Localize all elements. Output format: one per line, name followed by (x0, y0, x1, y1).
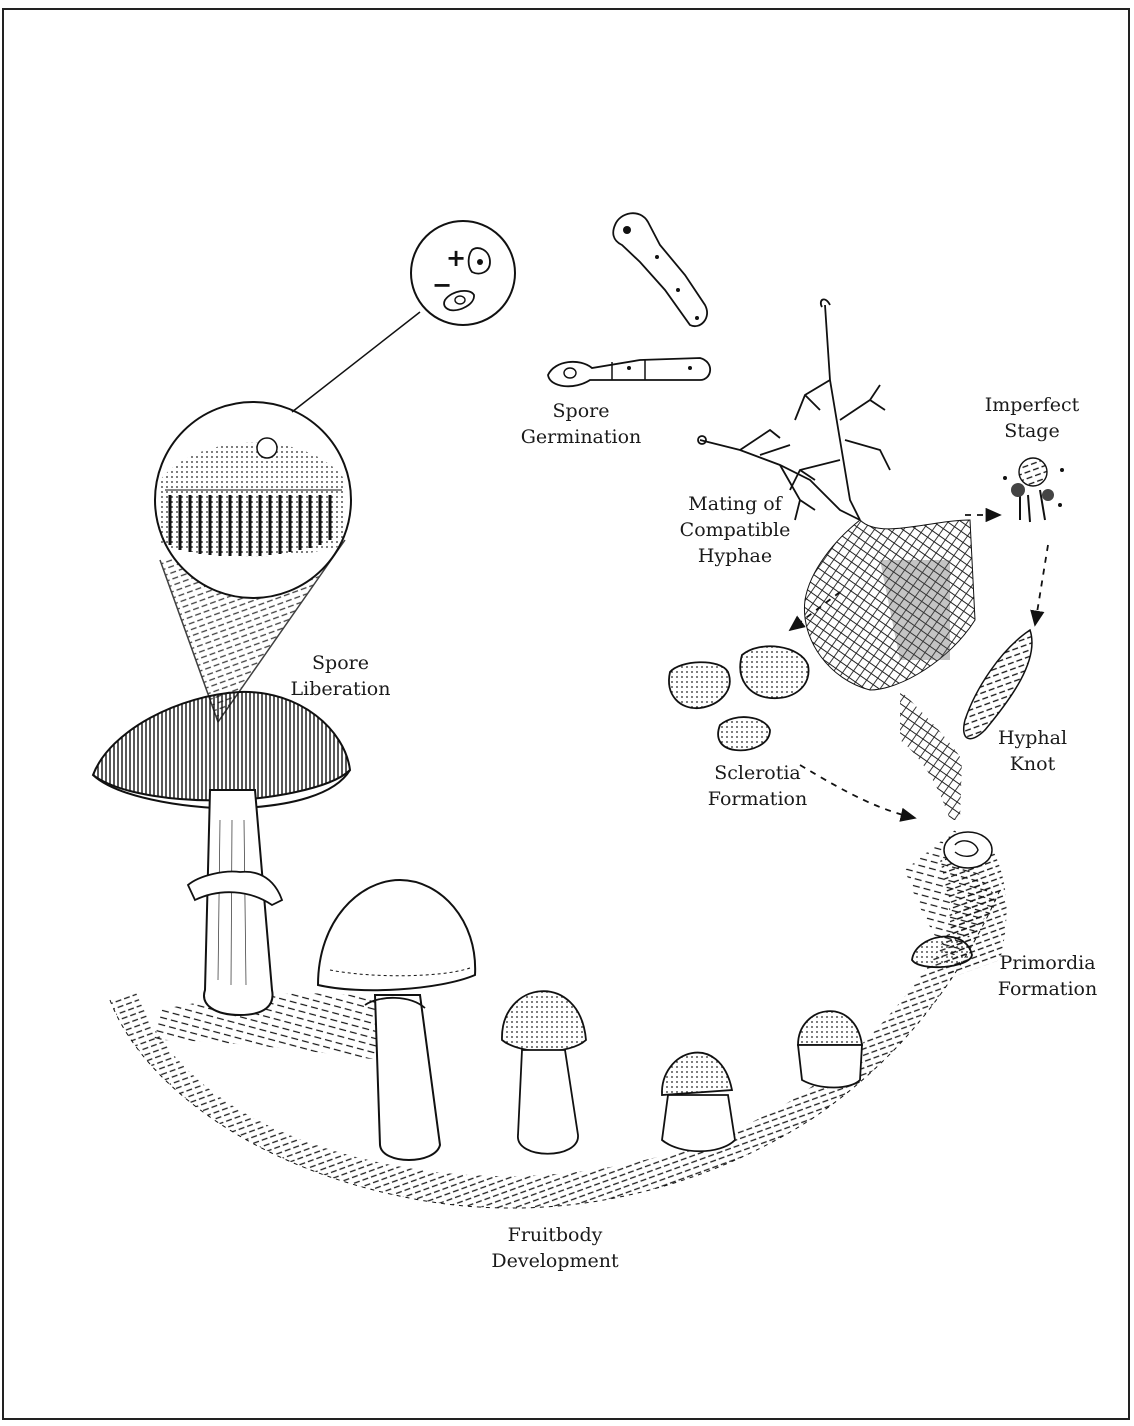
label-spore-germination: Spore Germination (516, 398, 646, 450)
label-imperfect-stage: Imperfect Stage (982, 392, 1082, 444)
germinating-spores (548, 213, 710, 386)
imperfect-stage-conidiophores (1003, 458, 1064, 522)
label-mating-of-compatible-hyphae: Mating of Compatible Hyphae (675, 491, 795, 569)
sclerotia-illustration (669, 646, 809, 750)
primordia-illustration (912, 936, 972, 967)
minus-sign: − (432, 271, 452, 299)
label-primordia-formation: Primordia Formation (990, 950, 1105, 1002)
young-fruitbody-3 (502, 991, 586, 1154)
spore-magnifier (155, 221, 515, 722)
label-fruitbody-development: Fruitbody Development (480, 1222, 630, 1274)
mature-mushroom-illustration (93, 692, 350, 1015)
label-sclerotia-formation: Sclerotia Formation (700, 760, 815, 812)
mycelium-network (698, 299, 890, 520)
plus-sign: + (446, 244, 466, 272)
label-spore-liberation: Spore Liberation (288, 650, 393, 702)
mycelium-mass (804, 520, 975, 820)
label-hyphal-knot: Hyphal Knot (990, 725, 1075, 777)
young-fruitbody-1 (798, 1011, 862, 1087)
young-fruitbody-2 (662, 1053, 735, 1152)
